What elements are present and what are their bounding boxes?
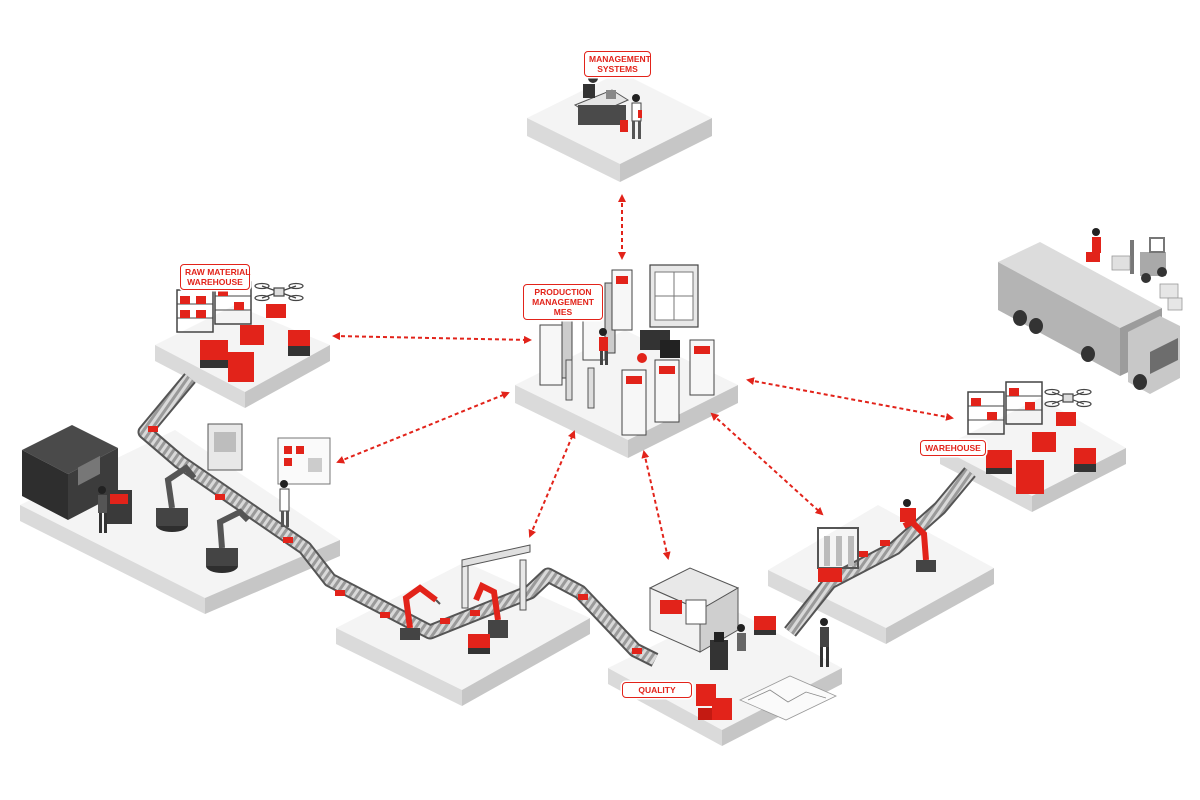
raw-material-racks [176, 281, 310, 382]
connection-mes-raw-warehouse [332, 332, 532, 344]
label-production-management-mes: PRODUCTION MANAGEMENT MES [523, 284, 603, 320]
label-quality: QUALITY [622, 682, 692, 698]
truck [998, 242, 1180, 394]
assembly-station [207, 423, 331, 527]
robot-arms-assembly [156, 463, 251, 573]
quality-station [648, 567, 837, 721]
conveyor-boxes [148, 426, 890, 654]
cnc-machine [22, 425, 118, 520]
operator-panel [98, 486, 132, 533]
label-raw-material-warehouse: RAW MATERIAL WAREHOUSE [180, 264, 250, 290]
platform-management [527, 72, 712, 182]
label-management-systems: MANAGEMENT SYSTEMS [584, 51, 651, 77]
packaging-cell [817, 499, 936, 582]
connection-mes-assembly [336, 391, 510, 464]
connection-mes-warehouse [746, 377, 954, 421]
drone-icon [1044, 388, 1092, 408]
warehouse-racks [967, 381, 1096, 494]
robotic-cell [400, 544, 531, 654]
drone-icon [254, 282, 304, 302]
connection-mes-quality [641, 450, 671, 560]
label-warehouse: WAREHOUSE [920, 440, 986, 456]
platform-raw-material-warehouse [155, 305, 330, 408]
connection-mes-packaging [710, 412, 824, 516]
connection-mes-robotics [528, 430, 576, 538]
forklift [1086, 228, 1183, 311]
conveyor-line [137, 373, 976, 667]
data-connections [332, 194, 954, 560]
